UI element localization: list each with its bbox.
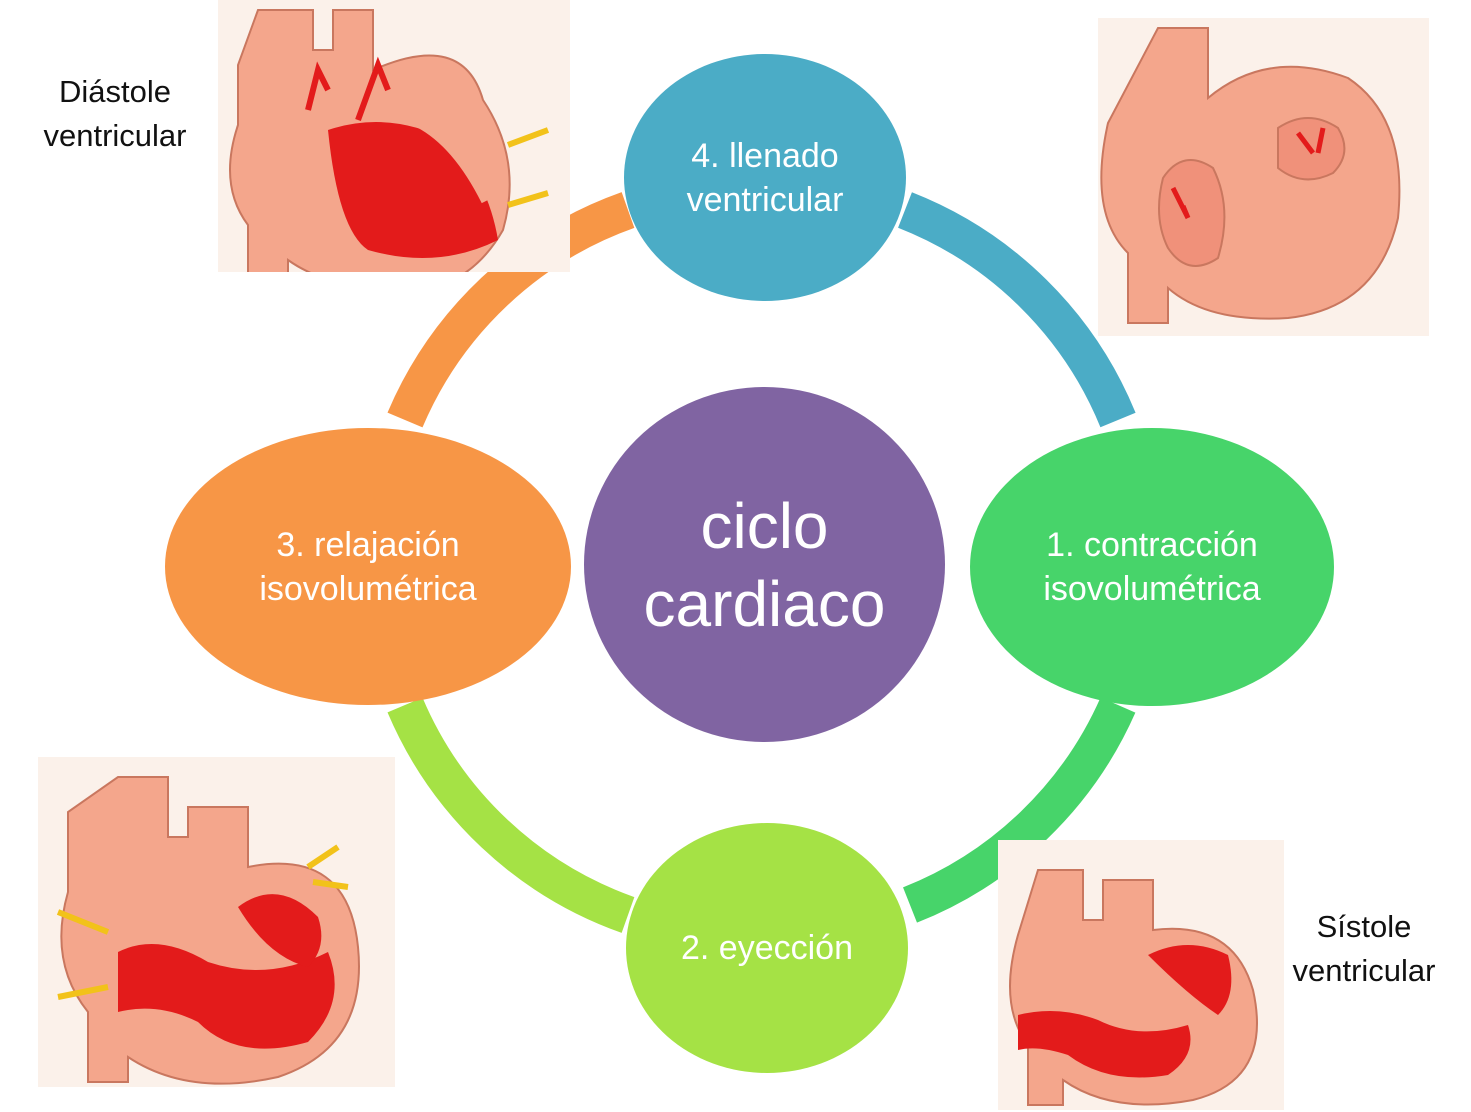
- center-line2: cardiaco: [643, 567, 886, 640]
- node-llenado-line2: ventricular: [686, 180, 844, 219]
- arc-contraccion-to-eyeccion: [902, 697, 1136, 923]
- node-relajacion-line2: isovolumétrica: [259, 569, 477, 608]
- sistole-label-line2: ventricular: [1292, 953, 1436, 988]
- node-llenado-ventricular: 4. llenado ventricular: [624, 54, 906, 301]
- node-contraccion-line1: 1. contracción: [1046, 526, 1258, 564]
- heart-illustration-diastole: [218, 0, 570, 272]
- node-eyeccion-line1: 2. eyección: [681, 929, 853, 967]
- heart-illustration-top-right: [1098, 18, 1429, 336]
- sistole-label-line1: Sístole: [1316, 909, 1412, 944]
- arc-relajacion-to-llenado: [387, 192, 635, 428]
- center-line1: ciclo: [700, 489, 829, 562]
- node-ciclo-cardiaco: ciclo cardiaco: [584, 387, 945, 742]
- node-relajacion-isovolumetrica: 3. relajación isovolumétrica: [165, 428, 571, 705]
- node-contraccion-isovolumetrica: 1. contracción isovolumétrica: [970, 428, 1334, 706]
- heart-illustration-systole: [998, 840, 1284, 1110]
- node-contraccion-line2: isovolumétrica: [1043, 570, 1261, 608]
- arc-llenado-to-contraccion: [897, 192, 1136, 428]
- node-relajacion-line1: 3. relajación: [276, 525, 460, 564]
- sistole-label: Sístole ventricular: [1274, 905, 1454, 993]
- node-eyeccion: 2. eyección: [626, 823, 908, 1073]
- node-llenado-line1: 4. llenado: [691, 136, 839, 175]
- diastole-label-line2: ventricular: [43, 118, 187, 153]
- diastole-label-line1: Diástole: [59, 74, 171, 109]
- arc-eyeccion-to-relajacion: [387, 697, 635, 933]
- diastole-label: Diástole ventricular: [20, 70, 210, 158]
- heart-illustration-bottom-left: [38, 757, 395, 1087]
